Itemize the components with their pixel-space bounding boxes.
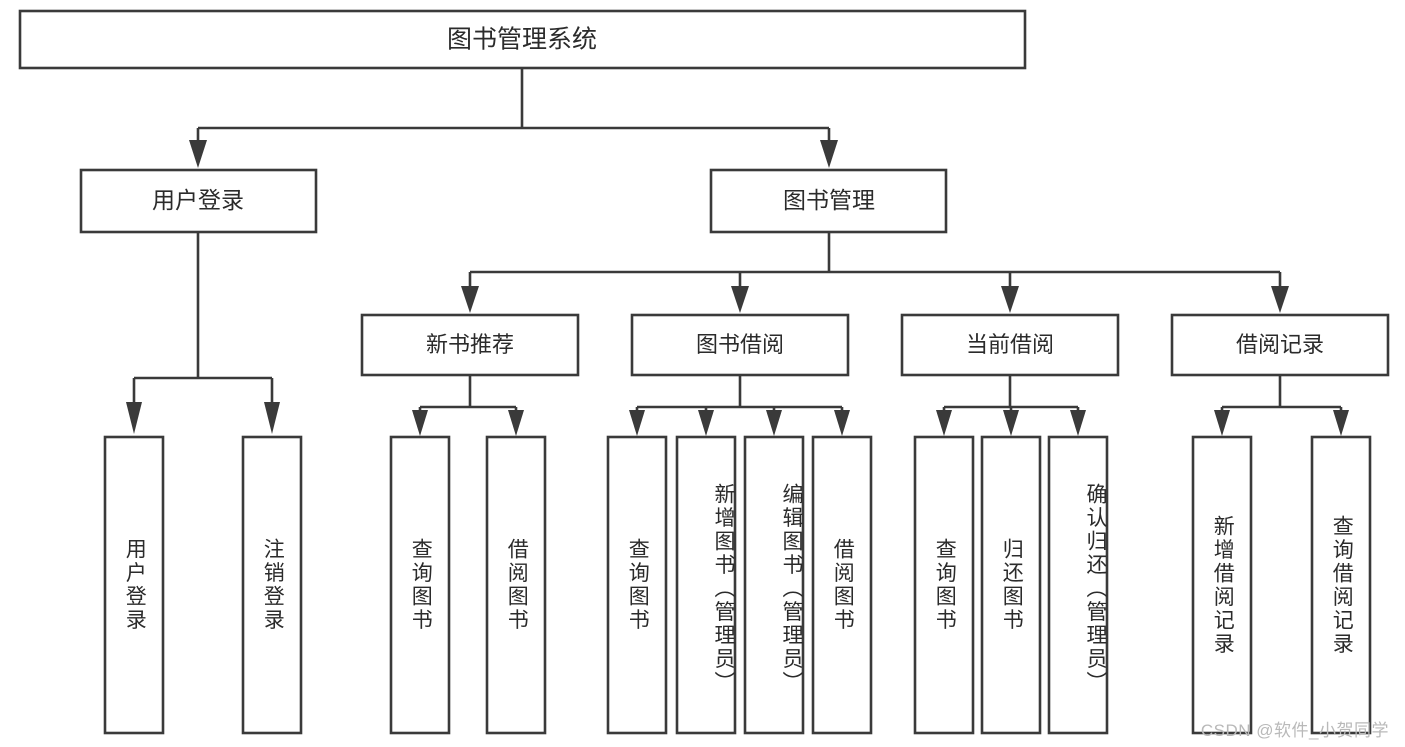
leaf-box-logout[interactable] [241, 435, 303, 735]
arrow-head-current-borrow [1001, 286, 1019, 313]
arrow-head-new-book [461, 286, 479, 313]
arrow-head-cb-leaf-3 [1070, 410, 1086, 436]
arrow-head-bb-leaf-1 [629, 410, 645, 436]
arrow-head-leaf-user-login [126, 402, 142, 434]
leaf-box-nb-borrow[interactable] [485, 435, 547, 735]
node-new-book-recommend[interactable]: 新书推荐 [360, 313, 580, 377]
leaf-box-cb-return[interactable] [980, 435, 1042, 735]
node-user-login-label: 用户登录 [152, 187, 244, 213]
connector-group-root [189, 68, 838, 168]
arrow-head-bb-leaf-4 [834, 410, 850, 436]
arrow-head-borrow-record [1271, 286, 1289, 313]
connector-group-borrow-record [1214, 375, 1349, 436]
arrow-head-br-leaf-2 [1333, 410, 1349, 436]
leaf-box-bb-add[interactable] [675, 435, 737, 735]
leaf-box-user-login[interactable] [103, 435, 165, 735]
leaf-box-cb-query[interactable] [913, 435, 975, 735]
arrow-head-bb-leaf-2 [698, 410, 714, 436]
node-root-box [18, 9, 1027, 70]
node-book-borrow[interactable]: 图书借阅 [630, 313, 850, 377]
arrow-head-user-login [189, 140, 207, 168]
connector-group-new-book [412, 375, 524, 436]
node-borrow-record[interactable]: 借阅记录 [1170, 313, 1390, 377]
node-user-login[interactable]: 用户登录 [79, 168, 318, 234]
connector-group-current-borrow [936, 375, 1086, 436]
node-book-manage-box [709, 168, 948, 234]
node-root-label: 图书管理系统 [447, 26, 597, 54]
arrow-head-nb-leaf-2 [508, 410, 524, 436]
arrow-head-bb-leaf-3 [766, 410, 782, 436]
node-book-borrow-box [630, 313, 850, 377]
arrow-head-br-leaf-1 [1214, 410, 1230, 436]
arrow-head-book-borrow [731, 286, 749, 313]
leaf-box-bb-edit[interactable] [743, 435, 805, 735]
node-current-borrow-label: 当前借阅 [966, 332, 1054, 357]
leaf-box-nb-query[interactable] [389, 435, 451, 735]
arrow-head-book-manage [820, 140, 838, 168]
node-book-borrow-label: 图书借阅 [696, 332, 784, 357]
arrow-head-cb-leaf-1 [936, 410, 952, 436]
connector-group-user-login [126, 232, 280, 434]
node-borrow-record-label: 借阅记录 [1236, 332, 1324, 357]
node-borrow-record-box [1170, 313, 1390, 377]
arrow-head-cb-leaf-2 [1003, 410, 1019, 436]
node-current-borrow-box [900, 313, 1120, 377]
leaf-box-cb-confirm[interactable] [1047, 435, 1109, 735]
node-root-system[interactable]: 图书管理系统 [18, 9, 1027, 70]
leaf-box-bb-borrow[interactable] [811, 435, 873, 735]
node-book-manage[interactable]: 图书管理 [709, 168, 948, 234]
node-book-manage-label: 图书管理 [783, 187, 875, 213]
arrow-head-nb-leaf-1 [412, 410, 428, 436]
connector-group-book-manage [461, 232, 1289, 313]
node-new-book-recommend-box [360, 313, 580, 377]
arrow-head-leaf-logout [264, 402, 280, 434]
leaf-box-br-query[interactable] [1310, 435, 1372, 735]
leaf-box-br-add[interactable] [1191, 435, 1253, 735]
leaf-box-bb-query[interactable] [606, 435, 668, 735]
node-user-login-box [79, 168, 318, 234]
node-new-book-recommend-label: 新书推荐 [426, 332, 514, 357]
watermark-text: CSDN @软件_小贺同学 [1200, 721, 1389, 740]
connector-group-book-borrow [629, 375, 850, 436]
node-current-borrow[interactable]: 当前借阅 [900, 313, 1120, 377]
leaf-box-group [103, 435, 1372, 735]
